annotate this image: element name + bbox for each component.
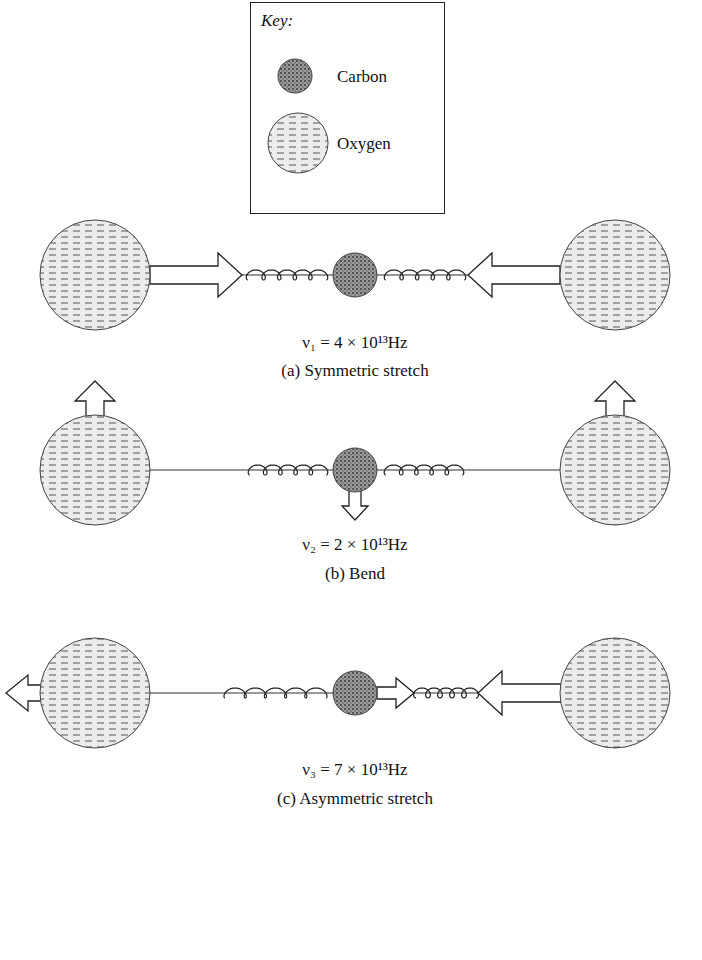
mode-caption: (b) Bend (155, 564, 555, 584)
key-box: Key: CarbonOxygen (250, 2, 445, 214)
key-heading: Key: (261, 11, 293, 31)
carbon-atom (333, 671, 377, 715)
bond-line (150, 469, 333, 470)
oxygen-atom (268, 113, 328, 173)
mode-caption: (c) Asymmetric stretch (155, 789, 555, 809)
carbon-atom (278, 59, 312, 93)
bond-line (377, 469, 560, 470)
frequency-label: ν₃ = 7 × 10¹³Hz (155, 760, 555, 780)
spring-coil (414, 688, 479, 698)
spring-coil (384, 270, 465, 280)
carbon-atom (333, 253, 377, 297)
spring-coil (248, 465, 328, 475)
oxygen-atom (40, 415, 150, 525)
frequency-label: ν₂ = 2 × 10¹³Hz (155, 535, 555, 555)
legend-label: Oxygen (337, 134, 391, 154)
mode-caption: (a) Symmetric stretch (155, 361, 555, 381)
motion-arrow (468, 253, 560, 297)
motion-arrow (75, 381, 115, 418)
motion-arrow (150, 253, 242, 297)
motion-arrow (6, 675, 41, 711)
oxygen-atom (40, 638, 150, 748)
spring-coil (224, 688, 327, 698)
frequency-label: ν₁ = 4 × 10¹³Hz (155, 333, 555, 353)
spring-coil (246, 270, 327, 280)
motion-arrow (478, 671, 561, 715)
oxygen-atom (40, 220, 150, 330)
motion-arrow (377, 678, 414, 708)
spring-coil (384, 465, 464, 475)
oxygen-atom (560, 415, 670, 525)
oxygen-atom (560, 638, 670, 748)
motion-arrow (342, 490, 368, 520)
motion-arrow (595, 381, 635, 418)
legend-label: Carbon (337, 67, 387, 87)
oxygen-atom (560, 220, 670, 330)
carbon-atom (333, 448, 377, 492)
